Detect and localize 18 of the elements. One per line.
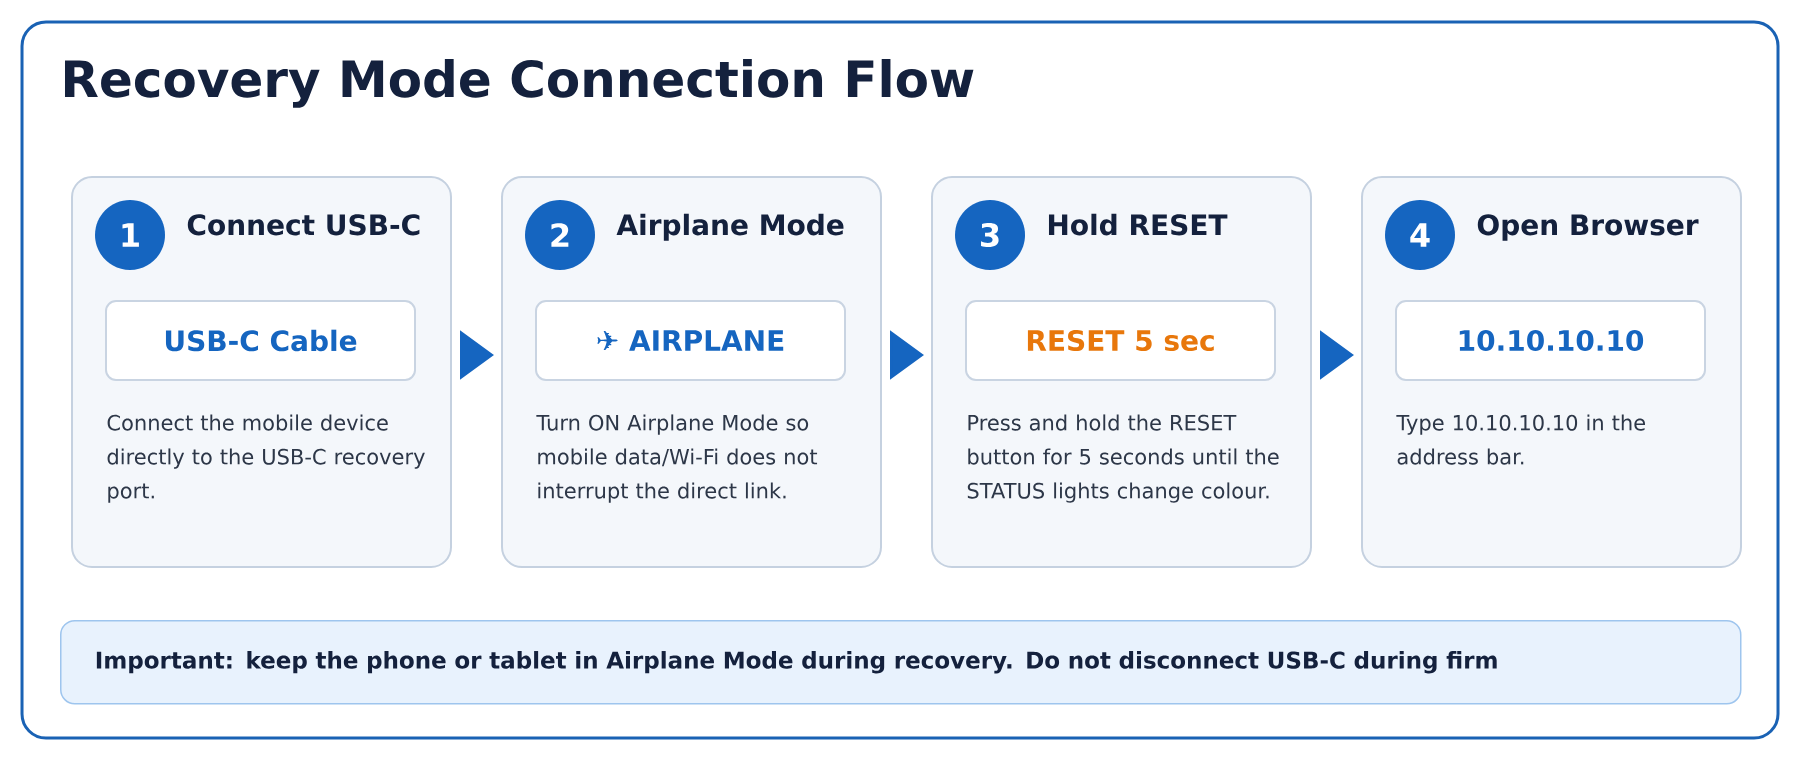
step-heading: Open Browser <box>1477 214 1699 241</box>
number-badge: 2 <box>525 200 595 270</box>
number-badge: 4 <box>1385 200 1455 270</box>
step-heading: Airplane Mode <box>616 213 844 241</box>
step-heading: Hold RESET <box>1049 213 1228 236</box>
highlight-box: RESET 5 sec <box>965 300 1276 381</box>
note-banner: Important: keep the phone or tablet in Airplane Mode during recovery. Do not disconnect USB-C during firm <box>60 620 1742 705</box>
number-badge: 1 <box>95 200 165 270</box>
highlight-box: 10.10.10.10 <box>1395 300 1706 381</box>
title: Recovery Mode Connection Flow <box>65 59 974 108</box>
step-description: Turn ON Airplane Mode so mobile data/Wi-Fi does not interrupt the direct link. <box>536 414 818 503</box>
step-description: Connect the mobile device directly to the USB-C recovery port. <box>107 414 425 503</box>
step-description: Press and hold the RESET button for 5 seconds until the STATUS lights change colour. <box>967 414 1279 503</box>
step-description: Type 10.10.10.10 in the address bar. <box>1396 414 1645 465</box>
highlight-box: USB-C Cable <box>105 300 416 381</box>
highlight-box: ✈ AIRPLANE <box>535 300 846 381</box>
step-heading: Connect USB-C <box>187 214 420 236</box>
number-badge: 3 <box>955 200 1025 270</box>
